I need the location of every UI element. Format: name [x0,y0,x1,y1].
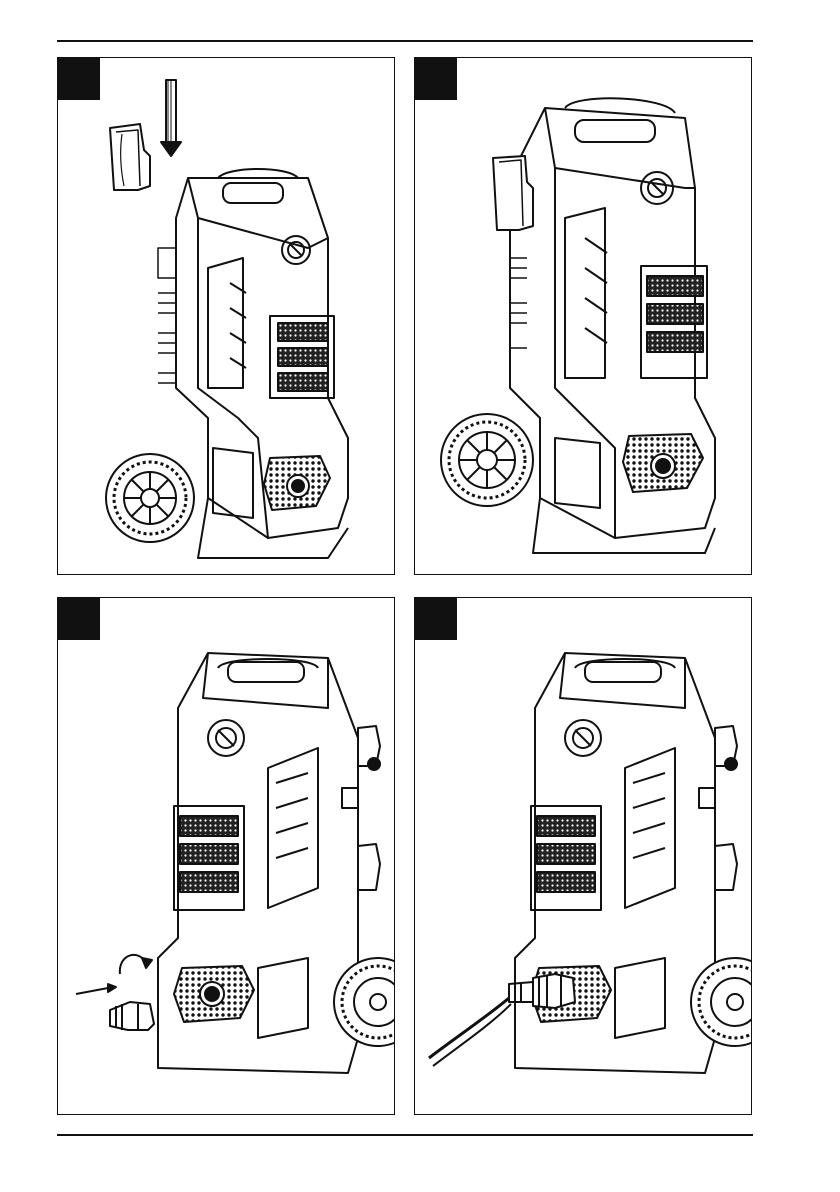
hose-holder-part [110,124,150,190]
pressure-washer-illustration [58,598,395,1115]
hose-connector [110,1002,154,1030]
illustration-panel-4 [414,597,752,1115]
bottom-rule [57,1134,753,1136]
illustration-panel-1 [57,57,395,575]
pressure-washer-illustration [415,58,752,575]
top-rule [57,40,753,42]
illustration-panel-2 [414,57,752,575]
pressure-washer-illustration [415,598,752,1115]
illustration-panel-3 [57,597,395,1115]
water-hose [429,998,509,1058]
down-arrow [161,80,181,156]
pressure-washer-illustration [58,58,395,575]
